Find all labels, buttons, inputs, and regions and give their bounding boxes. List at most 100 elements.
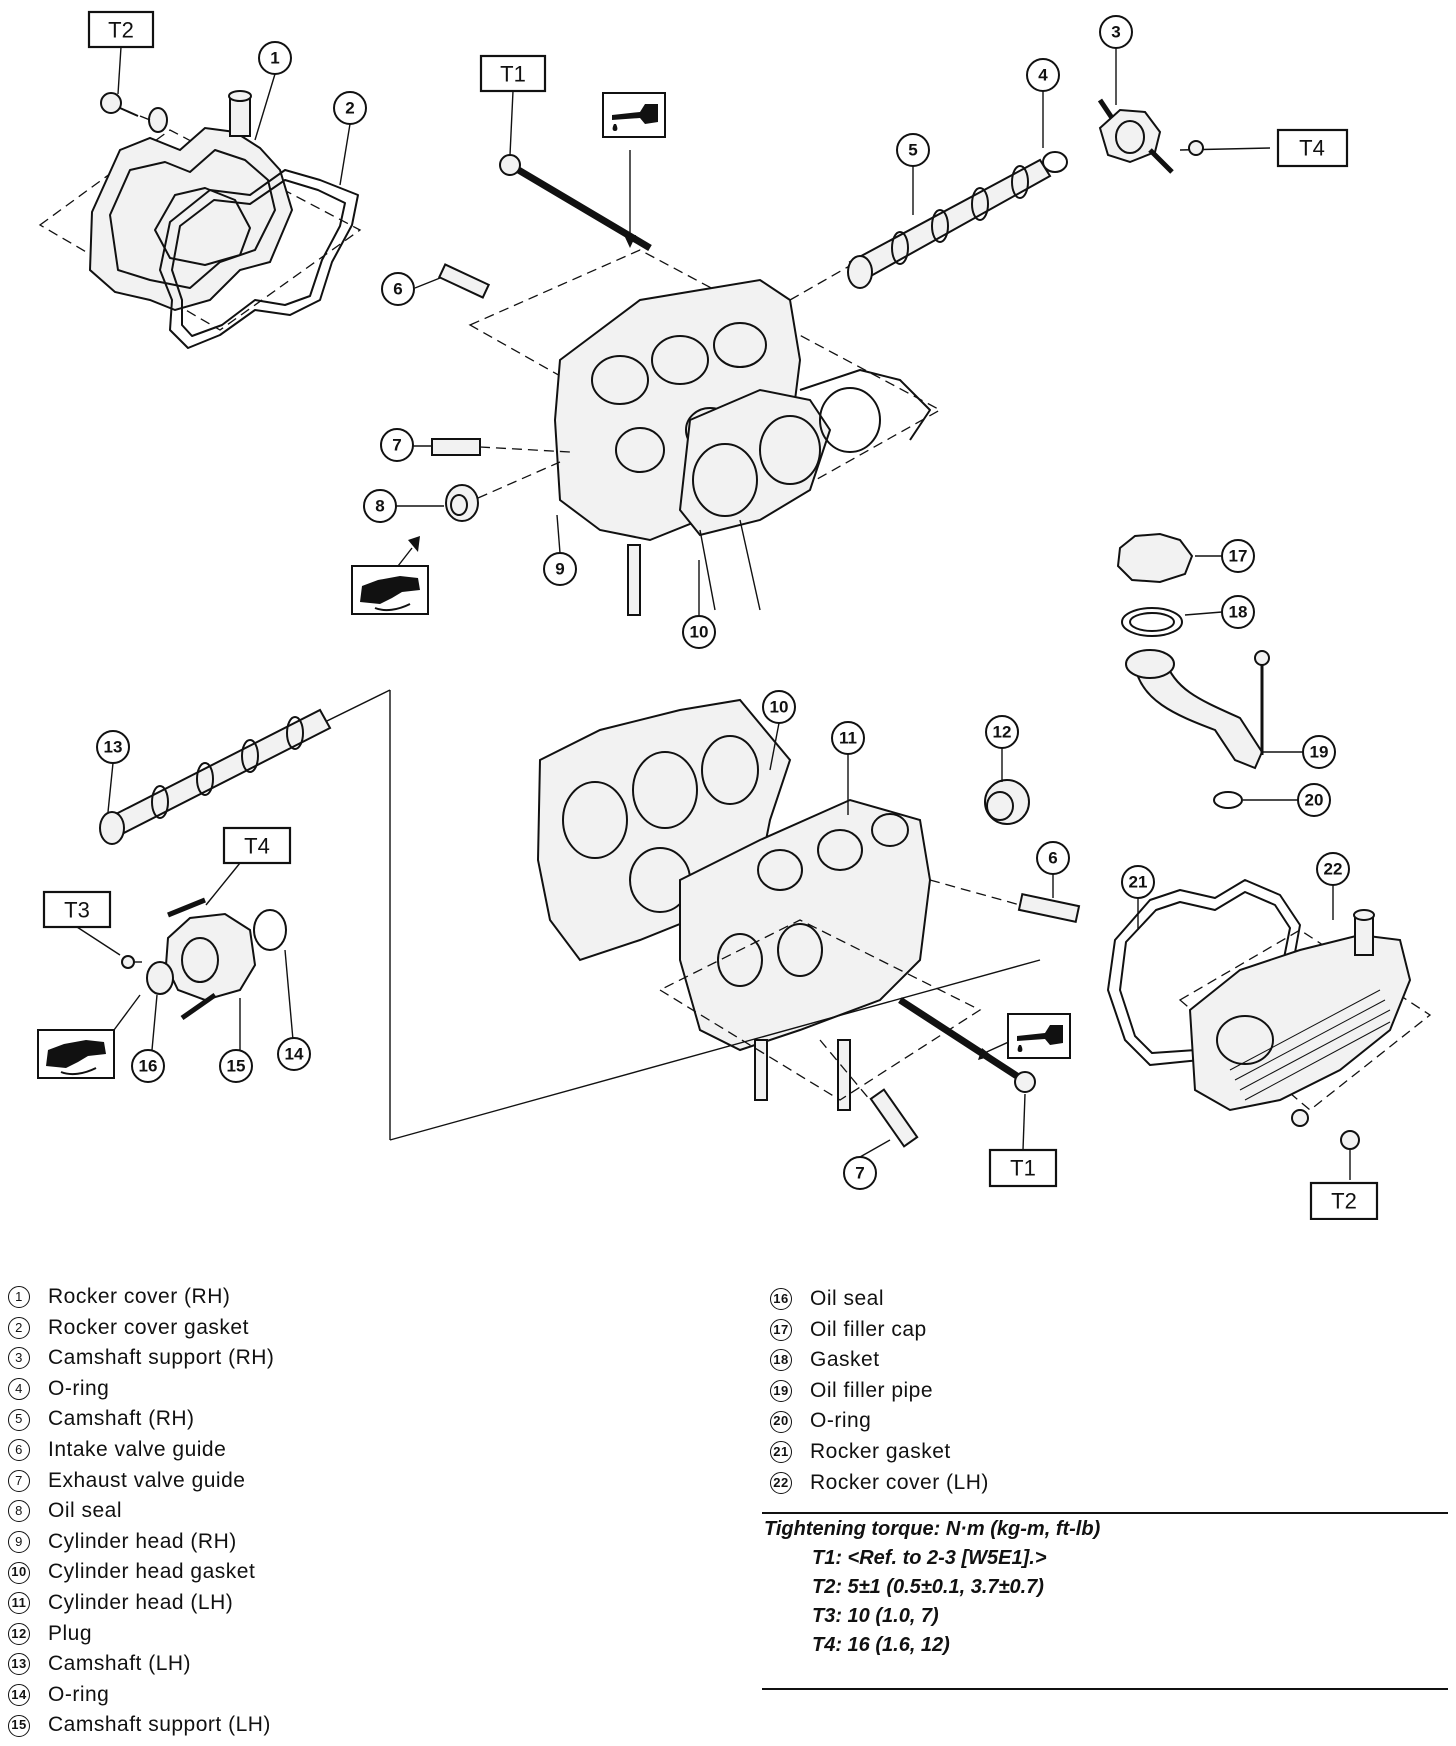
torque-tag-t1-lower: T1 — [988, 1093, 1058, 1188]
torque-spec-block: Tightening torque: N·m (kg-m, ft-lb) T1:… — [762, 1518, 1448, 1660]
callout-10: 10 — [682, 560, 716, 649]
svg-text:19: 19 — [1310, 743, 1329, 762]
callout-7b: 7 — [843, 1139, 891, 1190]
svg-text:22: 22 — [1324, 860, 1343, 879]
torque-top-rule — [762, 1512, 1448, 1514]
svg-text:21: 21 — [1129, 873, 1148, 892]
intake-valve-guide-upper-drawing — [414, 263, 491, 299]
svg-text:T4: T4 — [244, 834, 270, 859]
svg-text:2: 2 — [345, 99, 354, 118]
grease-hand-icon — [37, 994, 141, 1079]
svg-text:T1: T1 — [500, 62, 526, 87]
svg-text:12: 12 — [993, 723, 1012, 742]
exhaust-valve-guide-lower-drawing — [819, 1039, 919, 1148]
torque-line-t3: T3: 10 (1.0, 7) — [812, 1605, 939, 1627]
torque-line-t1: T1: <Ref. to 2-3 [W5E1].> — [812, 1547, 1047, 1569]
grease-hand-icon — [351, 536, 429, 615]
callout-9: 9 — [543, 514, 577, 586]
callout-17: 17 — [1221, 539, 1255, 573]
callout-7: 7 — [380, 428, 414, 462]
oil-filler-cap-drawing — [1116, 532, 1222, 584]
callout-16: 16 — [131, 1049, 165, 1083]
svg-text:5: 5 — [908, 141, 917, 160]
callout-12: 12 — [985, 715, 1019, 782]
torque-heading: Tightening torque: N·m (kg-m, ft-lb) — [764, 1518, 1101, 1540]
bolt-t1-upper-drawing — [499, 150, 652, 252]
o-ring-pipe-drawing — [1213, 791, 1298, 809]
svg-text:8: 8 — [375, 497, 384, 516]
callout-18: 18 — [1221, 595, 1255, 629]
intake-valve-guide-lower-drawing — [929, 879, 1081, 924]
torque-tag-t1-upper: T1 — [479, 54, 547, 156]
svg-text:1: 1 — [270, 49, 279, 68]
oil-seal-upper-drawing — [395, 461, 561, 522]
callout-13: 13 — [96, 730, 130, 813]
torque-tag-t4-upper: T4 — [1276, 128, 1349, 168]
cylinder-head-lh-drawing — [658, 798, 982, 1111]
svg-text:18: 18 — [1229, 603, 1248, 622]
callout-20: 20 — [1297, 783, 1331, 817]
svg-text:T1: T1 — [1010, 1156, 1036, 1181]
callout-6: 6 — [381, 272, 415, 306]
rocker-cover-rh-drawing — [38, 90, 362, 331]
svg-text:14: 14 — [285, 1045, 304, 1064]
oil-seal-lower-drawing — [121, 955, 174, 1051]
exploded-diagram: T2 T1 T4 T4 T3 T1 T2 H2M1640A 1 2 3 4 5 … — [37, 10, 1432, 1220]
callout-3: 3 — [1099, 15, 1133, 105]
callout-2: 2 — [333, 91, 367, 186]
camshaft-lh-drawing — [99, 689, 1041, 1141]
rocker-cover-lh-drawing — [1178, 909, 1432, 1180]
torque-tag-t2-lower: T2 — [1309, 1181, 1379, 1220]
camshaft-support-lh-drawing — [164, 897, 294, 1050]
svg-text:11: 11 — [839, 729, 857, 748]
camshaft-support-rh-drawing — [1097, 98, 1271, 174]
callout-19: 19 — [1302, 735, 1336, 769]
svg-text:13: 13 — [104, 738, 123, 757]
bolt-t1-lower-drawing — [898, 997, 1036, 1093]
svg-text:3: 3 — [1111, 23, 1120, 42]
rocker-cover-gasket-rh-drawing — [159, 169, 359, 349]
svg-text:4: 4 — [1038, 66, 1048, 85]
oil-can-icon — [1007, 1013, 1071, 1059]
svg-text:15: 15 — [227, 1057, 246, 1076]
callout-6b: 6 — [1036, 841, 1070, 898]
oil-filler-pipe-drawing — [1125, 649, 1303, 770]
svg-text:7: 7 — [392, 436, 401, 455]
oil-can-icon — [602, 92, 666, 138]
svg-text:T2: T2 — [1331, 1189, 1357, 1214]
svg-text:7: 7 — [855, 1164, 864, 1183]
callout-4: 4 — [1026, 58, 1060, 148]
plug-drawing — [984, 779, 1030, 825]
svg-text:6: 6 — [393, 280, 402, 299]
callout-11: 11 — [831, 721, 865, 815]
svg-text:T4: T4 — [1299, 136, 1325, 161]
svg-text:10: 10 — [690, 623, 709, 642]
svg-text:10: 10 — [770, 698, 789, 717]
bolt-t2-upper-drawing — [100, 92, 168, 133]
exhaust-valve-guide-upper-drawing — [413, 438, 571, 456]
callout-5: 5 — [896, 133, 930, 215]
callout-21: 21 — [1121, 865, 1155, 930]
torque-tag-t3: T3 — [42, 890, 121, 956]
torque-line-t2: T2: 5±1 (0.5±0.1, 3.7±0.7) — [812, 1576, 1044, 1598]
svg-text:6: 6 — [1048, 849, 1057, 868]
